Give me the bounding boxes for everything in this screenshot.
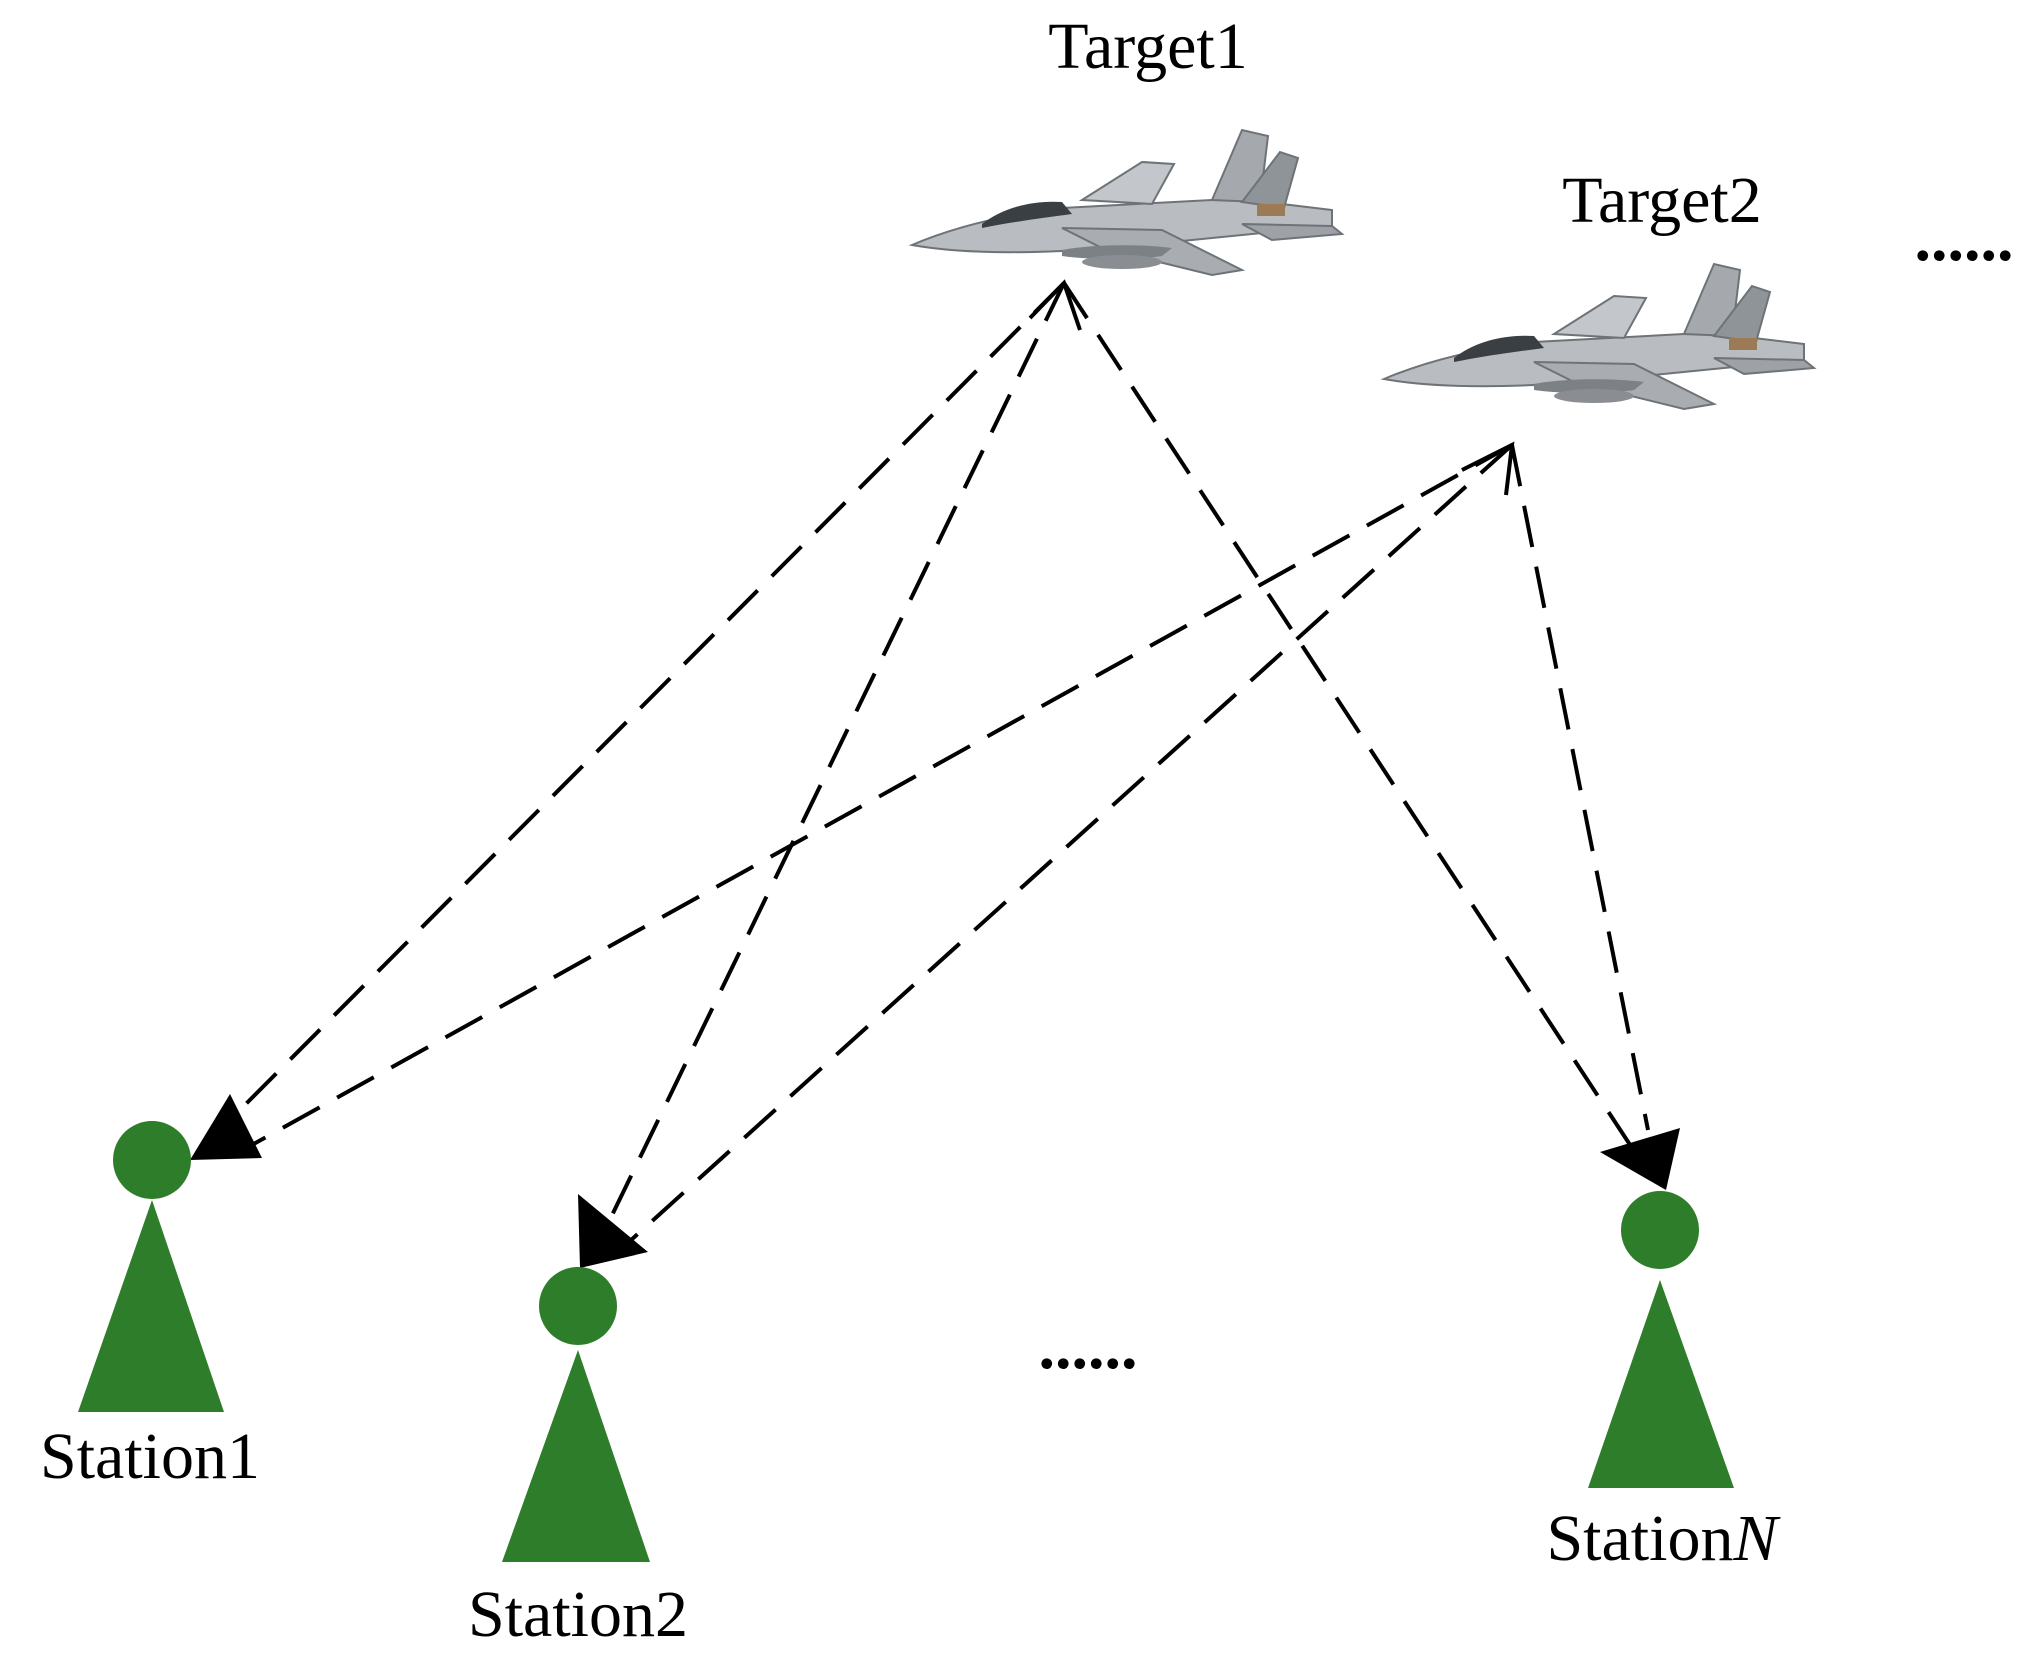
station-icon <box>1588 1191 1734 1488</box>
arrowhead-station2 <box>578 1194 648 1268</box>
fighter-jet-icon <box>1383 263 1815 410</box>
arrowhead-station1 <box>190 1094 262 1160</box>
ray-target1-station1 <box>208 281 1066 1142</box>
station-icon <box>502 1267 650 1562</box>
station-1: Station1 <box>40 1121 260 1493</box>
arrowhead-open <box>1461 441 1515 496</box>
station-1-label: Station1 <box>40 1420 260 1493</box>
ellipsis-stations: ...... <box>1039 1310 1138 1383</box>
target-1: Target1 <box>911 10 1343 276</box>
ray-target2-station2 <box>618 443 1514 1252</box>
fighter-jet-icon <box>911 129 1343 276</box>
station-icon <box>78 1121 224 1412</box>
ellipsis-targets: ...... <box>1915 202 2014 275</box>
station-2: Station2 <box>468 1267 688 1651</box>
arrowhead-stationN <box>1600 1128 1680 1190</box>
ray-target1-station2 <box>598 282 1066 1241</box>
target-1-label: Target1 <box>1048 10 1247 83</box>
target-2-rays <box>249 441 1650 1252</box>
station-n-label: StationN <box>1546 1502 1781 1575</box>
station-n: StationN <box>1546 1191 1781 1575</box>
target-2: Target2 <box>1383 164 1815 410</box>
ray-target2-stationN <box>1510 444 1650 1131</box>
target-1-rays <box>208 279 1642 1241</box>
station-n-label-prefix: Station <box>1546 1502 1733 1575</box>
arrowhead-open <box>1028 279 1082 331</box>
ray-target1-stationN <box>1062 281 1642 1162</box>
station-2-label: Station2 <box>468 1578 688 1651</box>
target-2-label: Target2 <box>1562 164 1761 237</box>
ray-target2-station1 <box>249 443 1513 1148</box>
station-n-label-italic: N <box>1732 1502 1781 1575</box>
